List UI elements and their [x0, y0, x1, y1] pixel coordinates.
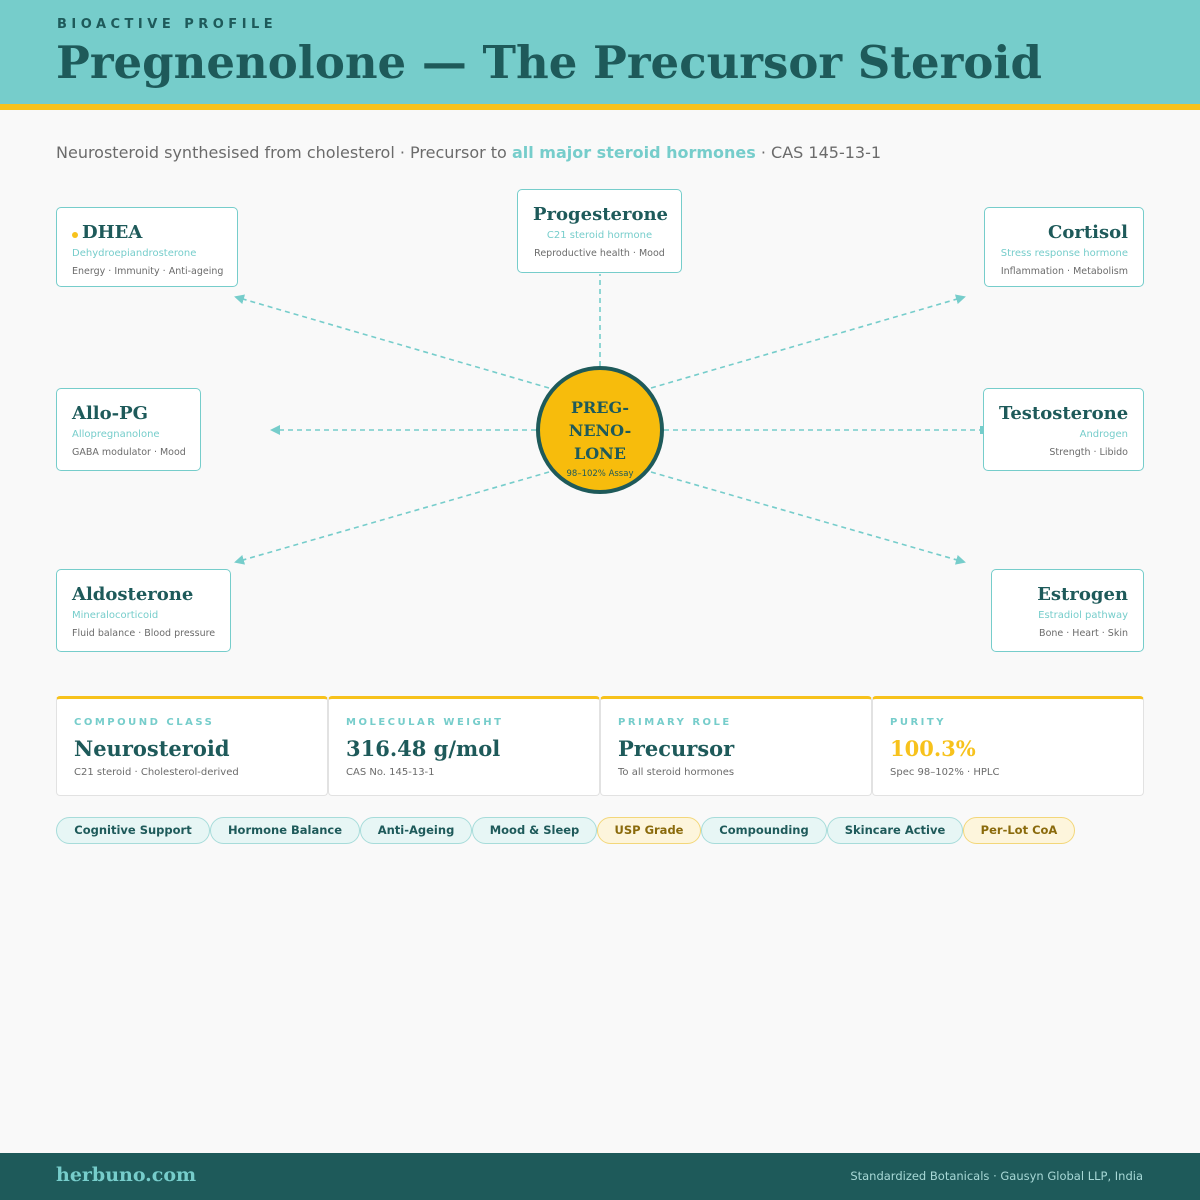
subtitle-highlight: all major steroid hormones	[511, 143, 756, 162]
node-aldosterone-desc: Fluid balance · Blood pressure	[72, 628, 216, 639]
node-progesterone-sub: C21 steroid hormone	[546, 230, 653, 241]
hub-name-line: PREG-	[570, 398, 630, 417]
subtitle-prefix: Neurosteroid synthesised from cholestero…	[56, 143, 512, 162]
stat-value: 100.3%	[890, 736, 976, 761]
accent-dot	[72, 232, 78, 238]
node-dhea-name: DHEA	[82, 222, 143, 243]
stat-value: 316.48 g/mol	[346, 736, 501, 761]
stat-label: PRIMARY ROLE	[618, 717, 732, 728]
node-estrogen-sub: Estradiol pathway	[1038, 610, 1128, 621]
stat-value: Neurosteroid	[74, 736, 230, 761]
tag-usp-grade: USP Grade	[597, 817, 701, 844]
node-testosterone: Testosterone Androgen Strength · Libido	[983, 388, 1144, 471]
connector-aldosterone	[234, 471, 550, 565]
node-cortisol: Cortisol Stress response hormone Inflamm…	[984, 207, 1144, 287]
page-subtitle: Neurosteroid synthesised from cholestero…	[56, 143, 881, 162]
page-header: BIOACTIVE PROFILE Pregnenolone — The Pre…	[0, 0, 1200, 104]
node-testosterone-name: Testosterone	[999, 403, 1129, 424]
tag-compounding: Compounding	[701, 817, 827, 844]
stat-card-compound-class: COMPOUND CLASS Neurosteroid C21 steroid …	[56, 696, 328, 796]
stat-note: CAS No. 145-13-1	[346, 767, 435, 778]
stat-note: To all steroid hormones	[618, 767, 735, 778]
stat-card-molecular-weight: MOLECULAR WEIGHT 316.48 g/mol CAS No. 14…	[328, 696, 600, 796]
node-progesterone: Progesterone C21 steroid hormone Reprodu…	[517, 189, 682, 273]
node-cortisol-desc: Inflammation · Metabolism	[1000, 266, 1128, 277]
node-allopg: Allo-PG Allopregnanolone GABA modulator …	[56, 388, 201, 471]
tag-mood-sleep: Mood & Sleep	[472, 817, 597, 844]
node-progesterone-name: Progesterone	[533, 204, 668, 225]
tag-anti-ageing: Anti-Ageing	[360, 817, 472, 844]
header-eyebrow: BIOACTIVE PROFILE	[57, 17, 278, 32]
node-allopg-sub: Allopregnanolone	[72, 429, 160, 440]
hub-name: PREG- NENO- LONE	[540, 396, 660, 465]
tag-cognitive-support: Cognitive Support	[56, 817, 210, 844]
page-title: Pregnenolone — The Precursor Steroid	[56, 36, 1042, 89]
node-aldosterone-sub: Mineralocorticoid	[72, 610, 159, 621]
stat-value: Precursor	[618, 736, 735, 761]
tag-skincare-active: Skincare Active	[827, 817, 963, 844]
footer-brand: herbuno.com	[56, 1164, 197, 1186]
node-cortisol-sub: Stress response hormone	[1000, 248, 1128, 259]
node-cortisol-name: Cortisol	[1048, 222, 1128, 243]
connector-testosterone-cap	[980, 426, 983, 434]
stat-card-purity: PURITY 100.3% Spec 98–102% · HPLC	[872, 696, 1144, 796]
node-allopg-desc: GABA modulator · Mood	[72, 447, 186, 458]
node-progesterone-desc: Reproductive health · Mood	[534, 248, 665, 259]
page-footer: herbuno.com Standardized Botanicals · Ga…	[0, 1153, 1200, 1200]
subtitle-suffix: · CAS 145-13-1	[755, 143, 882, 162]
hub-name-line: LONE	[573, 444, 626, 463]
footer-note: Standardized Botanicals · Gausyn Global …	[850, 1169, 1143, 1183]
header-accent-stripe	[0, 104, 1200, 110]
node-dhea: DHEA Dehydroepiandrosterone Energy · Imm…	[56, 207, 238, 287]
stat-card-primary-role: PRIMARY ROLE Precursor To all steroid ho…	[600, 696, 872, 796]
node-testosterone-desc: Strength · Libido	[1049, 447, 1128, 458]
connector-cortisol	[650, 294, 966, 389]
hub-pregnenolone: PREG- NENO- LONE 98–102% Assay	[536, 366, 664, 494]
node-dhea-desc: Energy · Immunity · Anti-ageing	[72, 266, 224, 277]
node-estrogen-name: Estrogen	[1037, 584, 1128, 605]
stat-note: Spec 98–102% · HPLC	[890, 767, 1000, 778]
stat-label: PURITY	[890, 717, 946, 728]
connector-estrogen	[650, 471, 966, 565]
hub-name-line: NENO-	[568, 421, 632, 440]
node-estrogen-desc: Bone · Heart · Skin	[1039, 628, 1128, 639]
node-estrogen: Estrogen Estradiol pathway Bone · Heart …	[991, 569, 1144, 652]
stat-label: MOLECULAR WEIGHT	[346, 717, 504, 728]
pathway-connectors	[234, 274, 983, 565]
node-testosterone-sub: Androgen	[1079, 429, 1128, 440]
node-allopg-name: Allo-PG	[72, 403, 149, 424]
stats-row: COMPOUND CLASS Neurosteroid C21 steroid …	[56, 696, 1144, 796]
stat-note: C21 steroid · Cholesterol-derived	[74, 767, 239, 778]
node-dhea-sub: Dehydroepiandrosterone	[72, 248, 197, 259]
hub-assay: 98–102% Assay	[566, 469, 634, 479]
node-aldosterone: Aldosterone Mineralocorticoid Fluid bala…	[56, 569, 231, 652]
tag-hormone-balance: Hormone Balance	[210, 817, 360, 844]
stat-label: COMPOUND CLASS	[74, 717, 215, 728]
connector-dhea	[234, 294, 550, 389]
node-aldosterone-name: Aldosterone	[72, 584, 194, 605]
tag-per-lot-coa: Per-Lot CoA	[963, 817, 1075, 844]
